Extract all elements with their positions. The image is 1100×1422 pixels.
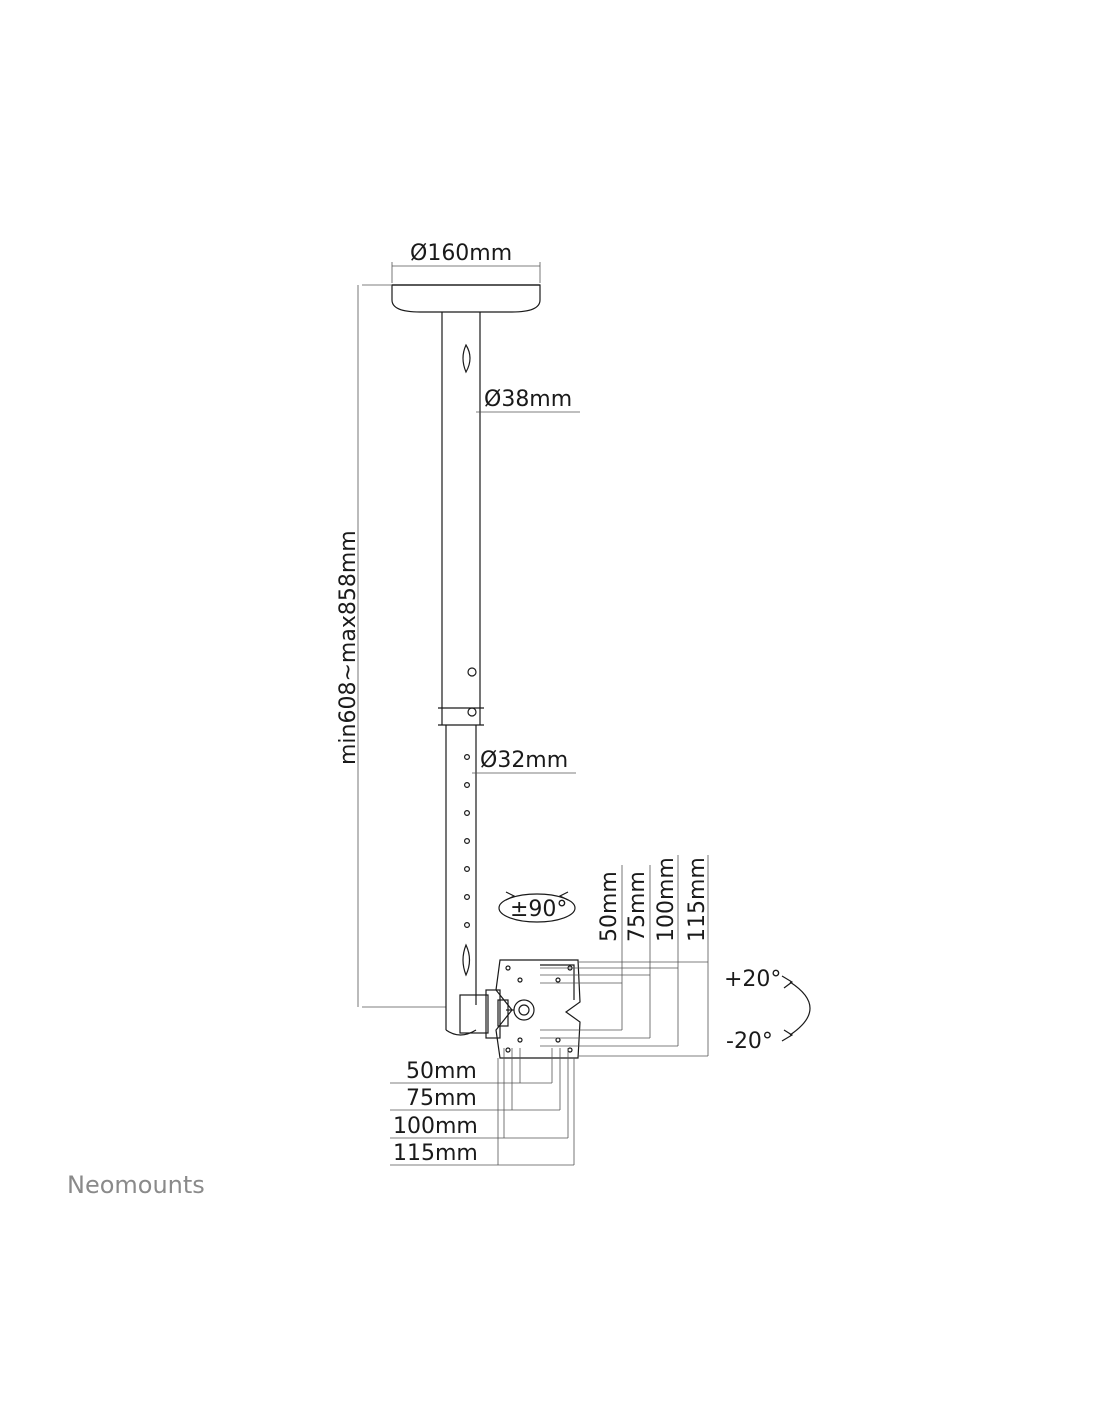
swivel-indicator: ±90° [498,891,576,923]
vesa-vertical-dimensions: 50mm 75mm 100mm 115mm [540,855,710,1057]
tilt-indicator: +20° -20° [724,967,811,1054]
tilt-joint [445,989,535,1039]
base-diameter-dimension: Ø160mm [391,241,541,283]
vesa-vertical-50: 50mm [597,871,622,942]
lower-tube-dimension: Ø32mm [472,748,576,774]
swivel-label: ±90° [510,897,567,922]
vesa-vertical-115: 115mm [685,857,710,942]
vesa-vertical-100: 100mm [654,857,679,942]
height-dimension: min608~max858mm [336,284,446,1008]
lower-tube [445,725,477,1005]
ceiling-plate [391,284,541,313]
vesa-horizontal-100: 100mm [393,1114,478,1139]
tilt-up-label: +20° [724,967,781,992]
vesa-horizontal-115: 115mm [393,1141,478,1166]
vesa-horizontal-50: 50mm [406,1059,477,1084]
upper-tube-diameter-label: Ø38mm [484,387,572,412]
vesa-vertical-75: 75mm [625,871,650,942]
upper-tube [438,312,484,726]
tilt-down-label: -20° [726,1029,773,1054]
base-diameter-label: Ø160mm [410,241,512,266]
lower-tube-diameter-label: Ø32mm [480,748,568,773]
vesa-plate [495,959,581,1059]
vesa-horizontal-75: 75mm [406,1086,477,1111]
upper-tube-dimension: Ø38mm [476,387,580,413]
brand-logo: Neomounts [67,1171,205,1199]
vesa-horizontal-dimensions: 50mm 75mm 100mm 115mm [390,1048,575,1166]
height-range-label: min608~max858mm [336,530,361,765]
